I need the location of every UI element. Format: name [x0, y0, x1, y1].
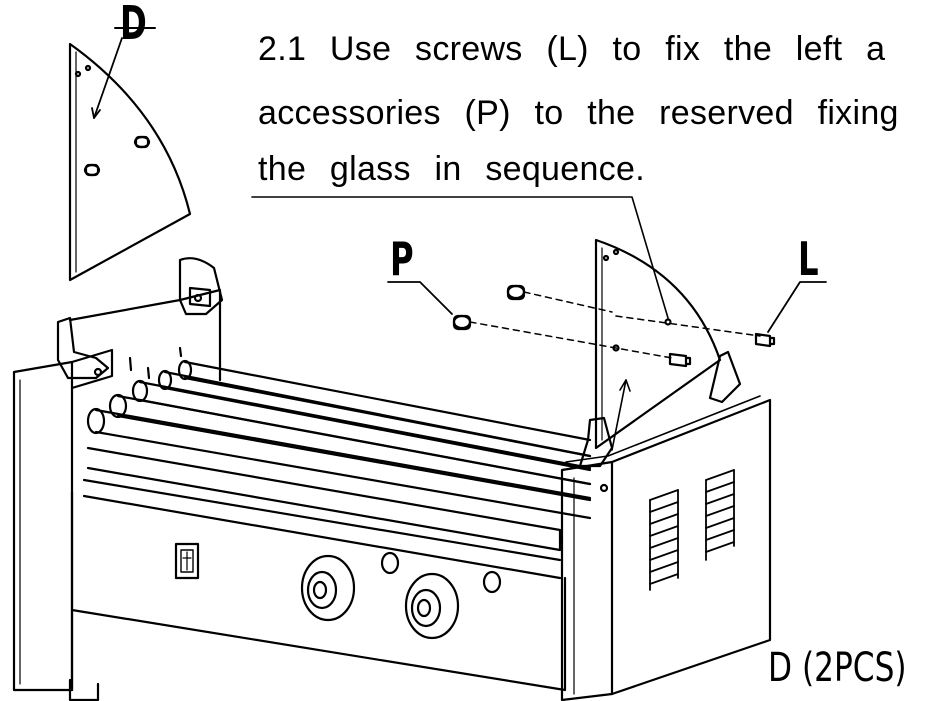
- quantity-label: D (2PCS): [768, 645, 907, 691]
- instruction-line-3: the glass in sequence.: [258, 150, 645, 188]
- instruction-line-1: 2.1 Use screws (L) to fix the left a: [258, 30, 886, 68]
- instruction-line-2: accessories (P) to the reserved fixing: [258, 94, 899, 132]
- accessory-callout: P: [390, 232, 414, 286]
- glass-panel-d-loose: [68, 42, 192, 282]
- fixing-accessories: [452, 284, 526, 331]
- rollers: [86, 359, 592, 520]
- glass-panel-d-mounted: [594, 238, 722, 451]
- screw-callout: L: [798, 232, 819, 286]
- glass-panel-callout: D: [120, 0, 147, 50]
- fixing-screws: [668, 332, 776, 368]
